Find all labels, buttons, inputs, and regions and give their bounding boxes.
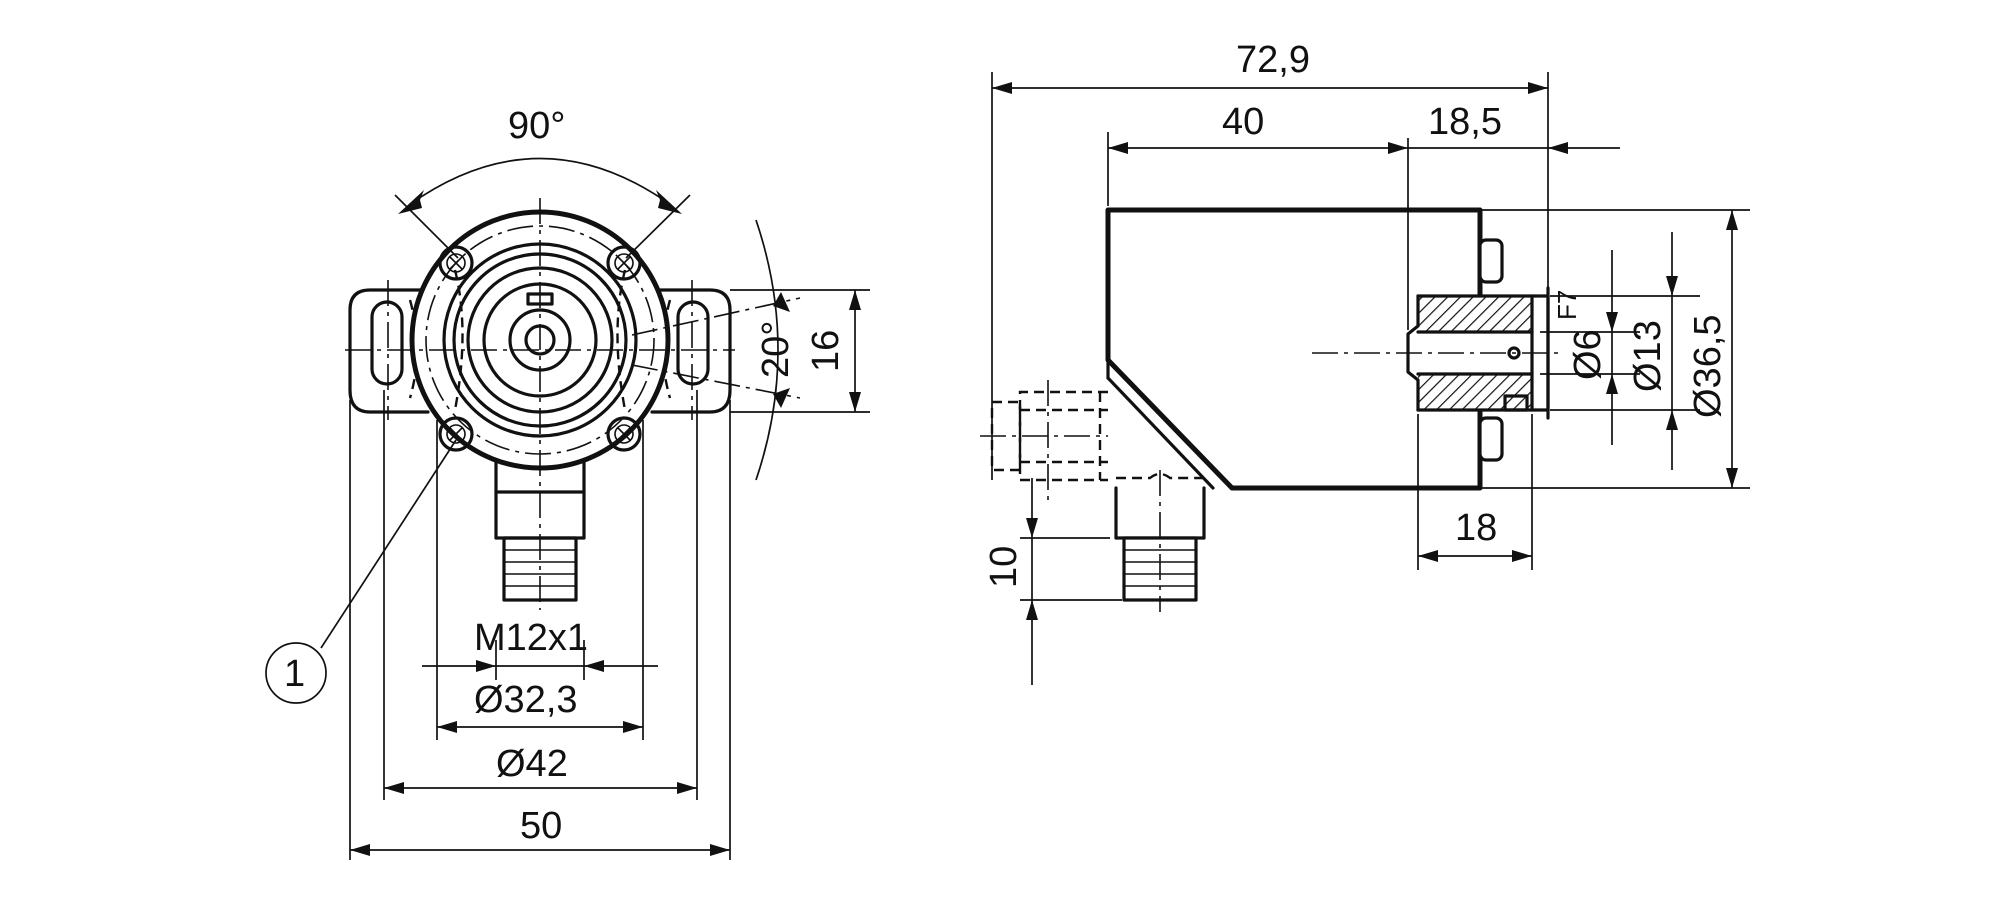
dim-dia-13: Ø13: [1627, 232, 1678, 470]
dim-shaft-len-label: 18: [1455, 507, 1497, 549]
dim-d13-label: Ø13: [1627, 320, 1669, 392]
dim-angle-20: 20°: [755, 219, 797, 481]
dim-body-40: 40: [1108, 101, 1408, 154]
dim-body-label: 40: [1222, 101, 1264, 143]
dim-dia-32: Ø32,3: [437, 679, 643, 733]
dim-dia-36: Ø36,5: [1687, 210, 1738, 488]
housing-screws: [438, 245, 642, 452]
dim-thread-m12: M12x1: [422, 617, 658, 672]
dim-overall-72: 72,9: [992, 39, 1548, 94]
side-view: 72,9 40 18,5 18 10: [980, 39, 1750, 685]
dim-d36-label: Ø36,5: [1687, 314, 1729, 418]
dim-d42-label: Ø42: [496, 743, 568, 785]
dim-dia-42: Ø42: [384, 743, 697, 794]
dim-angle-top-label: 90°: [508, 105, 565, 147]
dim-angle-90: 90°: [394, 105, 691, 259]
dim-shaft-18: 18: [1418, 507, 1532, 562]
dim-bore-label: Ø6: [1567, 329, 1609, 380]
dim-height-label: 16: [805, 330, 847, 372]
dim-width-label: 50: [520, 805, 562, 847]
dim-height-16: 16: [730, 289, 870, 413]
callout-1: 1: [265, 439, 457, 704]
dim-overall-label: 72,9: [1236, 39, 1310, 81]
dim-bore-tolerance: F7: [1552, 290, 1582, 320]
dim-connector-10: 10: [983, 478, 1038, 685]
front-view: 90° 20° 16: [265, 105, 870, 860]
dim-connector-label: 10: [983, 546, 1025, 588]
dim-angle-side-label: 20°: [755, 321, 797, 378]
dim-thread-label: M12x1: [474, 617, 588, 659]
callout-label: 1: [284, 653, 305, 695]
m12-connector-side: [990, 390, 1206, 602]
dim-offset-18-5: 18,5: [1408, 101, 1620, 154]
hollow-shaft: [1406, 286, 1550, 420]
encoder-body-side: [1105, 207, 1504, 491]
dim-shaft-offset-label: 18,5: [1428, 101, 1502, 143]
dim-d32-label: Ø32,3: [474, 679, 578, 721]
dim-width-50: 50: [350, 805, 730, 856]
dim-bore-6: Ø6 F7: [1552, 250, 1618, 445]
